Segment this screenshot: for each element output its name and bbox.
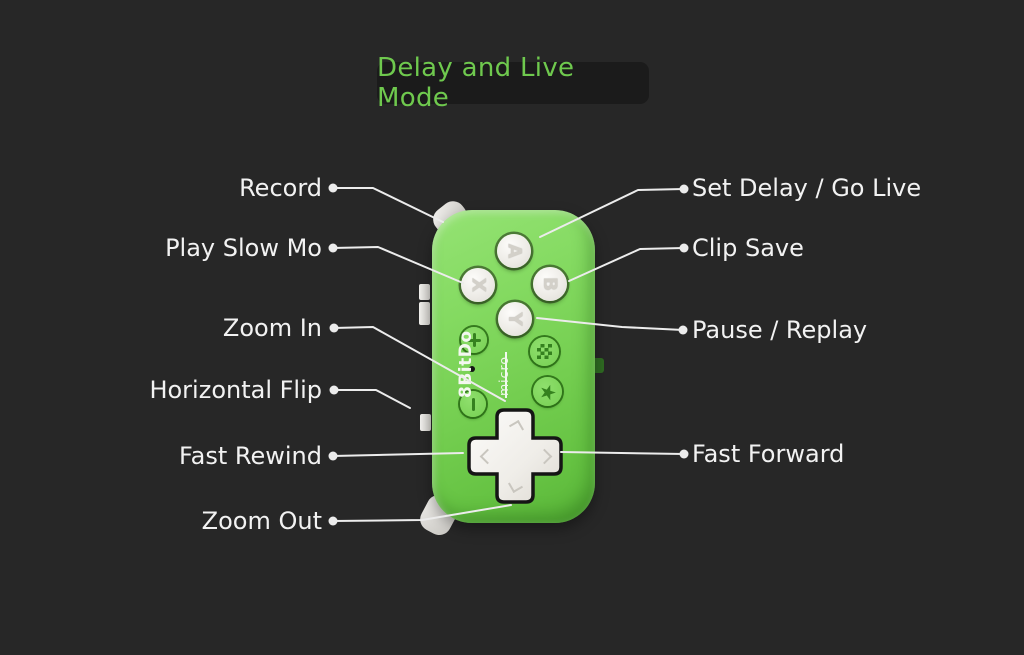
star-icon: ★	[535, 377, 560, 406]
label-clip-save: Clip Save	[692, 234, 804, 262]
minus-icon	[471, 397, 475, 411]
label-zoom-out: Zoom Out	[201, 507, 322, 535]
leader-horizontal-flip	[333, 389, 411, 409]
y-button: Y	[498, 302, 532, 336]
side-rail-button-lower	[420, 414, 431, 431]
x-button-label: X	[467, 277, 489, 293]
label-play-slow-mo: Play Slow Mo	[165, 234, 322, 262]
label-record: Record	[239, 174, 322, 202]
label-zoom-in: Zoom In	[222, 314, 322, 342]
star-button: ★	[533, 377, 562, 406]
side-rail-button-upper	[419, 284, 430, 300]
model-logo: micro	[496, 355, 511, 396]
dpad-cross	[467, 408, 563, 504]
checker-grid-icon	[537, 344, 552, 359]
side-rail-button	[419, 302, 430, 325]
a-button-label: A	[503, 243, 525, 259]
leader-record	[332, 187, 444, 223]
home-button	[530, 337, 559, 366]
mode-title: Delay and Live Mode	[377, 53, 575, 113]
mode-title-badge: Delay and Live Mode	[377, 53, 649, 113]
label-fast-rewind: Fast Rewind	[179, 442, 322, 470]
label-pause-replay: Pause / Replay	[692, 316, 868, 344]
y-button-label: Y	[503, 312, 526, 326]
dpad	[467, 408, 563, 504]
a-button: A	[497, 234, 531, 268]
label-horizontal-flip: Horizontal Flip	[149, 376, 322, 404]
b-button-label: B	[538, 276, 561, 292]
power-nub	[592, 358, 604, 373]
x-button: X	[461, 268, 495, 302]
b-button: B	[533, 267, 567, 301]
label-fast-forward: Fast Forward	[692, 440, 845, 468]
label-set-delay-go-live: Set Delay / Go Live	[692, 174, 922, 202]
